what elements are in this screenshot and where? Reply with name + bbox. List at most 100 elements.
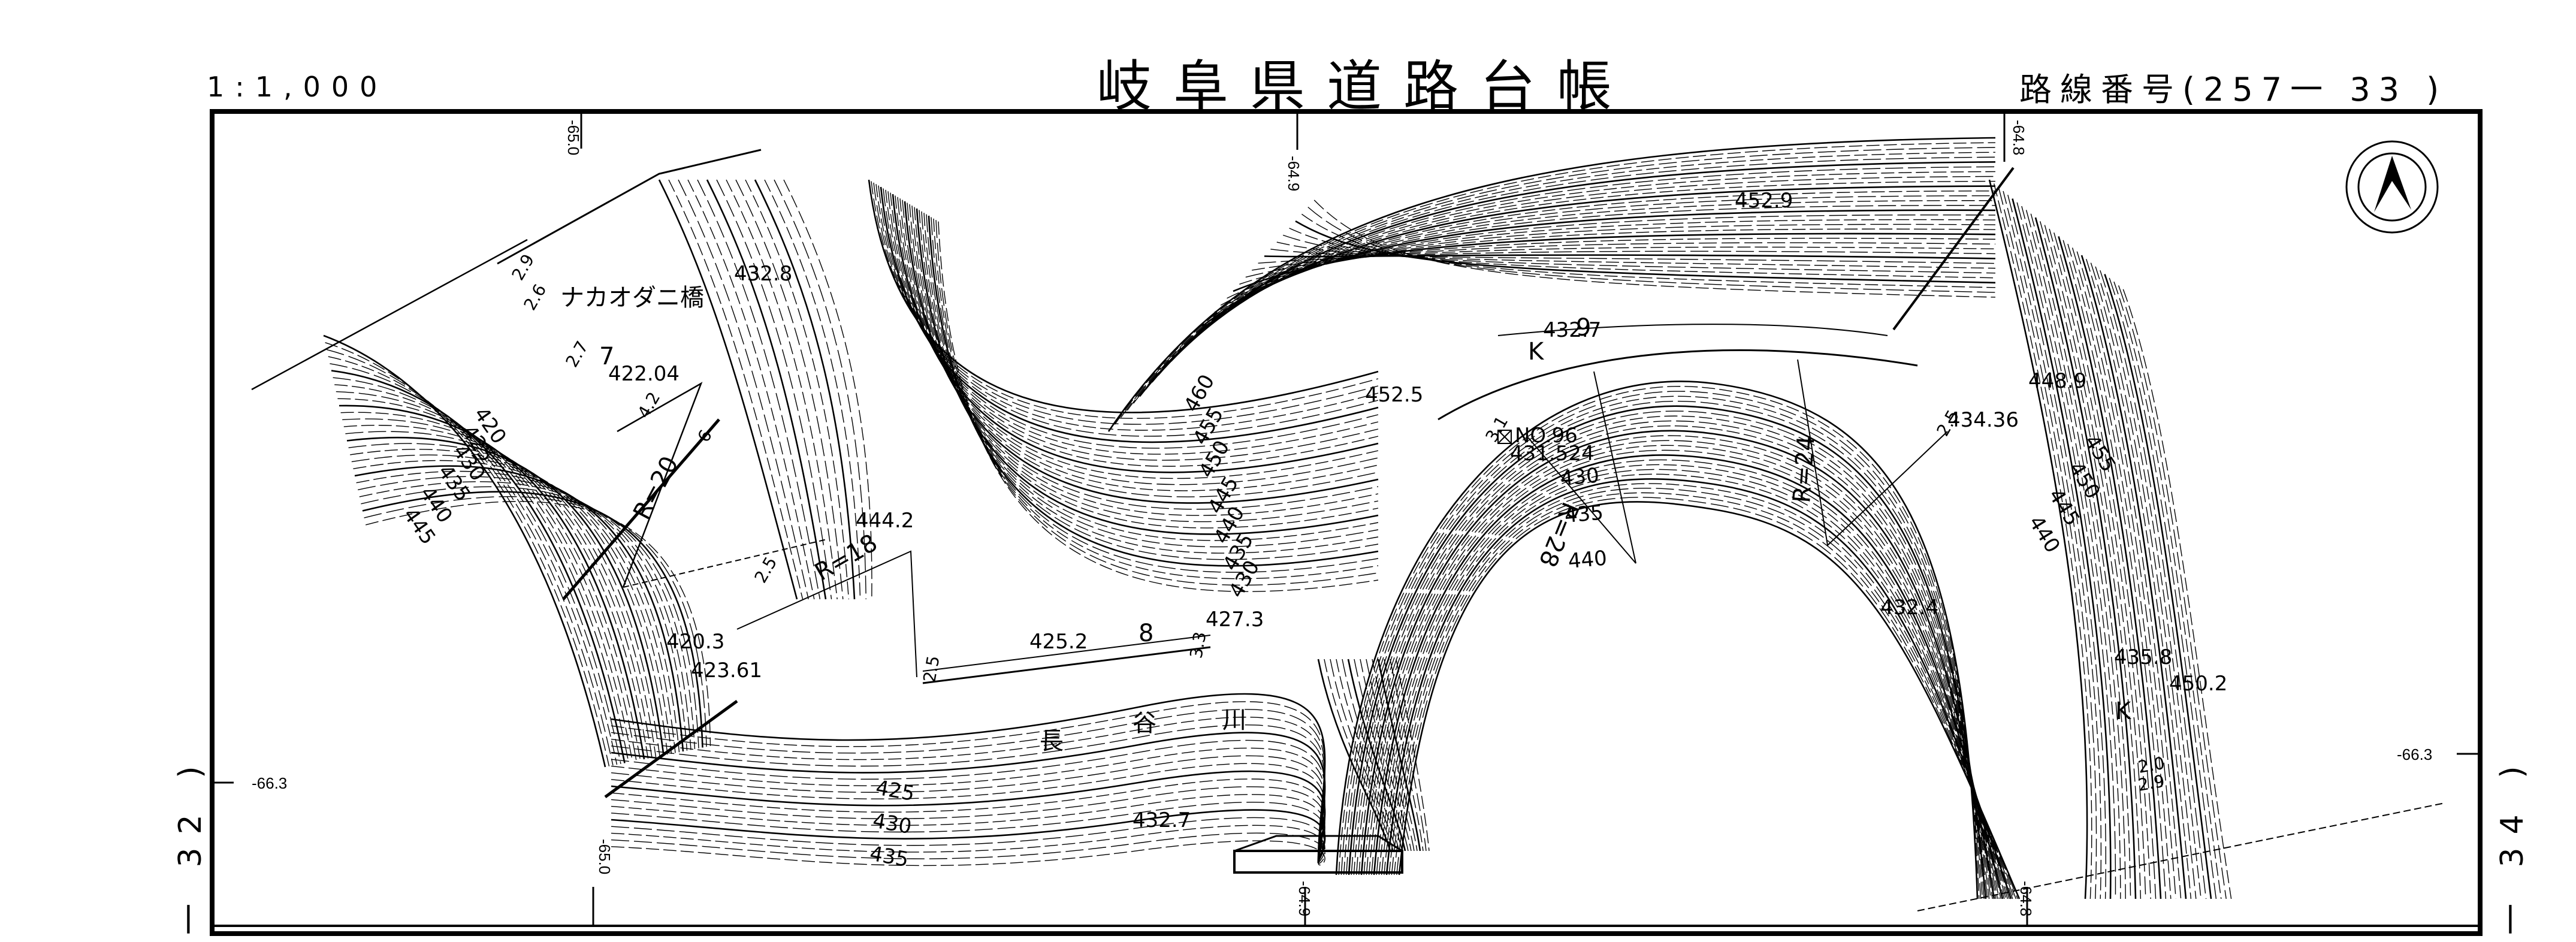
contour-line	[726, 179, 838, 600]
road-width: 3.3	[1186, 630, 1210, 660]
contour-line	[868, 179, 1379, 413]
contour-line	[875, 184, 1379, 431]
road-width: 3.1	[1481, 412, 1512, 445]
grid-tick-x-top-2: -64.9	[1285, 156, 1303, 191]
spot-height: 423.61	[691, 659, 762, 683]
contour-line	[345, 431, 660, 756]
contour-line	[2016, 202, 2116, 899]
contour-line	[933, 218, 1379, 579]
contour-line	[1164, 180, 1996, 369]
contour-line	[1366, 659, 1415, 852]
contour-line	[1390, 659, 1427, 852]
contour-line	[2080, 255, 2187, 899]
contour-line	[1252, 246, 1996, 271]
contour-line	[1988, 179, 2088, 899]
contour-line	[1324, 659, 1394, 852]
contour-line	[1396, 497, 2018, 899]
contour-line	[339, 404, 645, 760]
contour-label: 430	[871, 808, 913, 839]
contour-line	[1391, 488, 2015, 899]
contour-line	[1378, 464, 2007, 899]
contour-lines	[323, 137, 2232, 899]
curve-radius-r24: R=24	[1788, 435, 1820, 504]
river-name-char-3: 川	[1222, 707, 1246, 734]
contour-line	[1276, 241, 1996, 269]
contour-line	[873, 182, 1379, 425]
contour-line	[735, 179, 844, 600]
contour-line	[1368, 445, 2000, 899]
contour-line	[323, 334, 606, 768]
map-frame	[210, 109, 2483, 936]
curve-guide-r18	[736, 550, 917, 678]
contour-line	[1158, 176, 1996, 376]
contour-line	[902, 200, 1379, 497]
contour-line	[340, 412, 649, 759]
contour-line	[1385, 478, 2012, 899]
contour-line	[2025, 210, 2126, 899]
contour-line	[1372, 659, 1418, 852]
contour-line	[1360, 430, 1995, 899]
contour-line	[1346, 400, 1985, 899]
contour-line	[1282, 234, 1996, 274]
contour-line	[2100, 270, 2207, 899]
contour-line	[783, 179, 872, 600]
contour-line	[1227, 228, 1996, 299]
contour-line	[611, 724, 1325, 864]
culvert	[1233, 850, 1403, 874]
contour-line	[1376, 459, 2005, 899]
curve-radius-r20: R=20	[628, 452, 684, 524]
contour-line	[611, 778, 1325, 864]
contour-line	[611, 817, 1325, 864]
contour-label: 440	[1567, 546, 1608, 573]
contour-line	[1348, 405, 1987, 899]
contour-line	[2095, 266, 2201, 899]
contour-line	[1355, 420, 1992, 899]
grid-tick-x-top-3: -64.8	[2010, 120, 2028, 155]
contour-line	[1317, 659, 1391, 852]
contour-line	[899, 198, 1379, 491]
curve-radius-r18: R=18	[810, 529, 882, 587]
contour-line	[325, 342, 610, 766]
contour-line	[928, 215, 1379, 567]
contour-line	[892, 194, 1379, 473]
benchmark-icon	[1497, 430, 1512, 444]
station-mark: 9	[1576, 314, 1591, 342]
contour-line	[887, 191, 1379, 461]
road-features	[251, 149, 2445, 911]
contour-line	[687, 179, 815, 600]
road-width: 6	[693, 427, 715, 446]
contour-line	[1258, 250, 1996, 264]
contour-line	[1239, 237, 1996, 285]
contour-line	[611, 786, 1325, 864]
station-mark: K	[2115, 698, 2132, 725]
contour-line	[1366, 440, 1998, 899]
grid-tick-x-bottom-3: -64.8	[2017, 881, 2035, 916]
spot-height: 435.8	[2114, 645, 2172, 669]
map-title: 岐阜県道路台帳	[1097, 55, 1634, 119]
contour-line	[1384, 473, 2010, 899]
contour-line	[2118, 285, 2227, 899]
contour-line	[745, 179, 850, 600]
contour-line	[611, 809, 1326, 864]
grid-ticks	[212, 114, 2480, 926]
contour-line	[366, 501, 711, 746]
road-width: 4.2	[633, 388, 664, 421]
contour-line	[1338, 386, 1980, 899]
contour-line	[2030, 213, 2131, 899]
contour-line	[1371, 449, 2001, 899]
contour-line	[1233, 233, 1996, 292]
contour-line	[348, 443, 668, 755]
grid-tick-x-top-1: -65.0	[564, 120, 582, 155]
contour-label: 425	[874, 775, 916, 806]
contour-line	[2071, 247, 2176, 899]
north-arrow-icon	[2345, 140, 2439, 234]
contour-line	[358, 476, 691, 750]
contour-line	[2086, 259, 2192, 899]
contour-line	[1354, 659, 1409, 852]
spot-height: 432.4	[1880, 596, 1938, 620]
contour-line	[1121, 147, 1996, 418]
contour-line	[333, 377, 629, 763]
map-scale: 1:1,000	[207, 71, 388, 103]
spot-height: 432.8	[734, 262, 792, 286]
